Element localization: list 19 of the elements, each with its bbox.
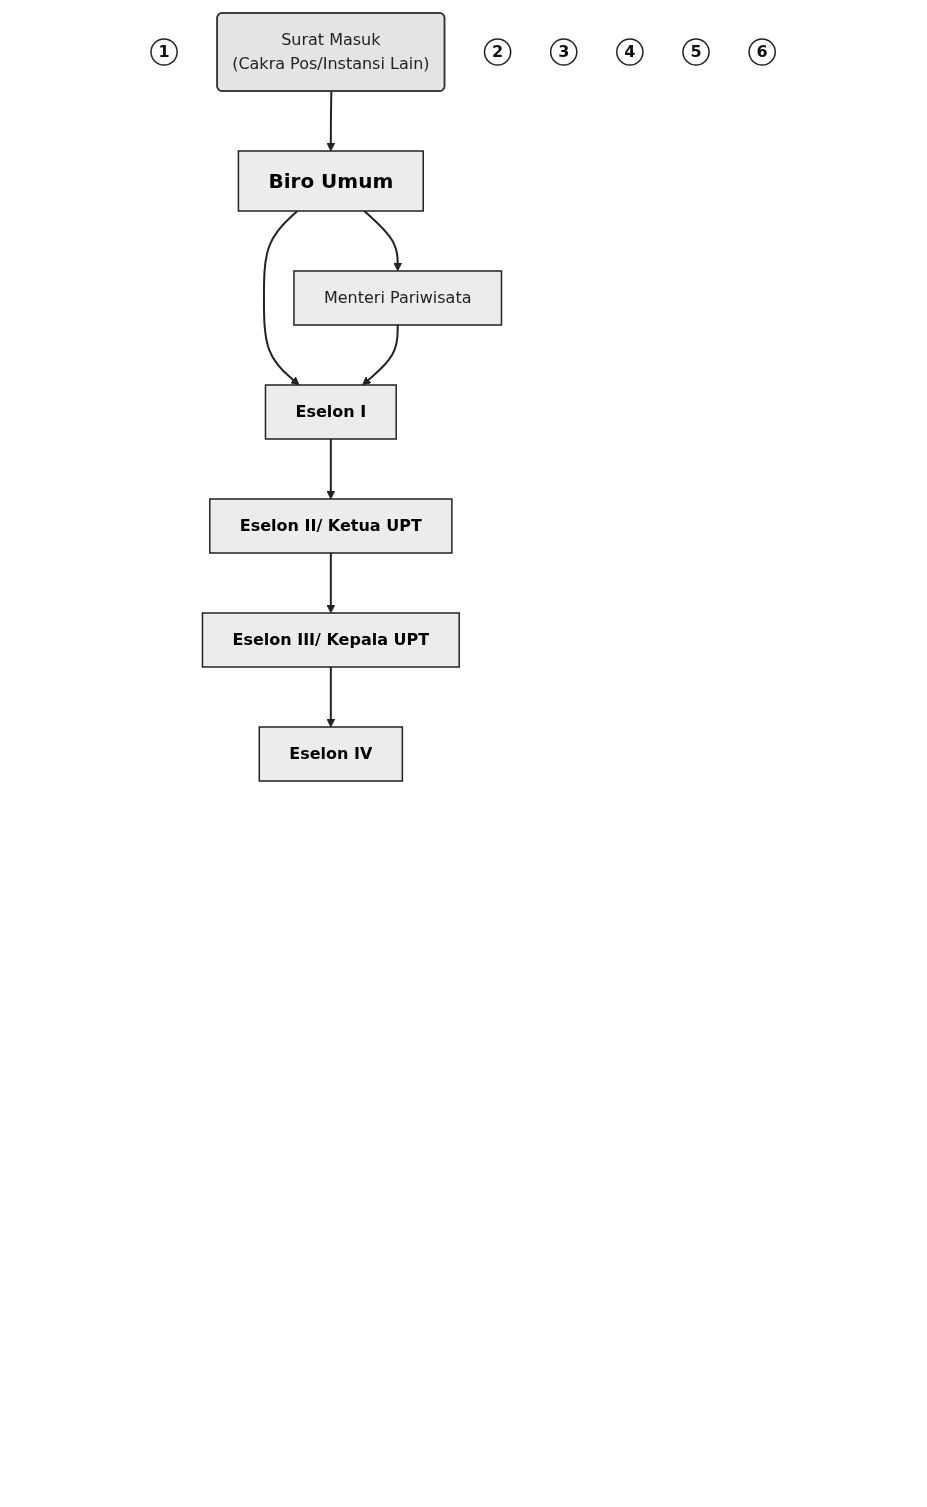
node-circle: 2: [484, 38, 512, 66]
arrow: [326, 666, 336, 728]
node-box: Eselon IV: [258, 726, 404, 782]
arrow: [263, 210, 300, 386]
arrow: [326, 552, 336, 614]
node-box: Biro Umum: [238, 150, 425, 212]
arrow: [363, 210, 403, 272]
node-box: Menteri Pariwisata: [293, 270, 503, 326]
node-box: Eselon II/ Ketua UPT: [209, 498, 453, 554]
node-circle: 6: [748, 38, 777, 66]
arrow: [362, 324, 400, 386]
node-circle: 5: [682, 38, 711, 66]
node-circle: 3: [550, 38, 578, 66]
arrow: [326, 90, 336, 152]
node-box: Eselon III/ Kepala UPT: [202, 612, 461, 668]
arrow: [326, 438, 336, 500]
node-circle: 4: [616, 38, 645, 66]
node-circle: 1: [150, 38, 179, 66]
node-box: Eselon I: [265, 384, 398, 440]
